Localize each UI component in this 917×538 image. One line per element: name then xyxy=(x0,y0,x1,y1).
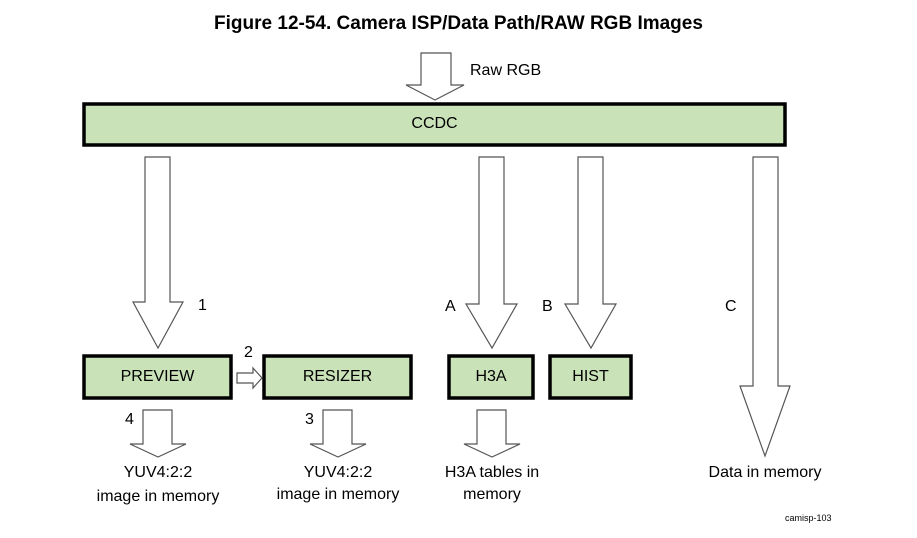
resizer-label: RESIZER xyxy=(302,368,373,385)
preview-label: PREVIEW xyxy=(120,368,195,385)
input-arrow xyxy=(405,52,465,101)
figure-id: camisp-103 xyxy=(785,513,832,523)
resizer-block xyxy=(262,354,413,400)
path-a-arrow xyxy=(464,156,519,350)
path-a-label: A xyxy=(445,298,456,315)
path-3-label: 3 xyxy=(305,411,314,428)
path-c-label: C xyxy=(725,298,737,315)
preview-output-line1: YUV4:2:2 xyxy=(123,464,193,481)
path-b-label: B xyxy=(542,298,553,315)
ccdc-label: CCDC xyxy=(411,115,458,132)
resizer-output-line1: YUV4:2:2 xyxy=(303,464,373,481)
path-b-arrow xyxy=(563,156,618,350)
preview-block xyxy=(82,354,233,400)
path-3-arrow xyxy=(309,409,367,458)
h3a-output-arrow xyxy=(463,409,521,458)
path-4-arrow xyxy=(129,409,187,458)
resizer-output-line2: image in memory xyxy=(276,486,400,503)
raw-rgb-label: Raw RGB xyxy=(470,62,542,79)
h3a-block xyxy=(447,354,535,400)
path-c-arrow xyxy=(739,156,791,458)
h3a-label: H3A xyxy=(475,368,507,385)
path-4-label: 4 xyxy=(125,411,134,428)
path-2-arrow xyxy=(236,366,263,390)
path-1-arrow xyxy=(131,156,185,350)
h3a-output-line1: H3A tables in xyxy=(444,464,540,481)
path-1-label: 1 xyxy=(198,297,207,314)
path-2-label: 2 xyxy=(244,344,253,361)
preview-output-line2: image in memory xyxy=(96,488,220,505)
figure-title: Figure 12-54. Camera ISP/Data Path/RAW R… xyxy=(214,13,703,34)
hist-block xyxy=(548,354,633,400)
ccdc-output-label: Data in memory xyxy=(708,464,822,481)
ccdc-block xyxy=(82,102,787,147)
hist-label: HIST xyxy=(572,368,609,385)
h3a-output-line2: memory xyxy=(463,486,521,503)
